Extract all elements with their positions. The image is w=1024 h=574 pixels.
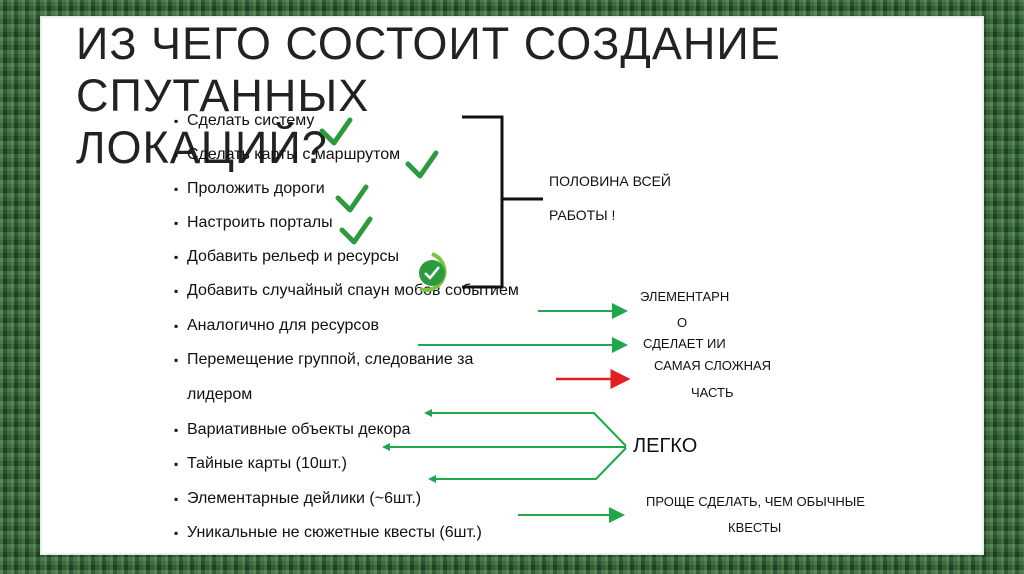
bullet-icon: ▪ [174, 216, 179, 230]
list-item-text: Настроить порталы [187, 214, 333, 231]
list-item-text: Элементарные дейлики (~6шт.) [187, 490, 422, 507]
elementary-label-2: О [677, 315, 688, 330]
bullet-icon: ▪ [174, 114, 179, 128]
list-item: ▪ Настроить порталы [174, 214, 333, 232]
arrow-head-icon [428, 475, 436, 483]
list-item: ▪ Сделать систему [174, 112, 314, 130]
list-item: ▪ Аналогично для ресурсов [174, 317, 379, 335]
title-line-2: ЛОКАЦИЙ? [76, 122, 328, 173]
slide-canvas [42, 18, 982, 553]
check-icon [405, 150, 439, 179]
elementary-label-1: ЭЛЕМЕНТАРН [640, 289, 730, 304]
list-item-continuation: лидером [187, 386, 253, 403]
list-item: ▪ Перемещение группой, следование за [174, 351, 473, 369]
check-icon [319, 117, 353, 146]
arrow-head-icon [382, 443, 390, 451]
list-item: ▪ Тайные карты (10шт.) [174, 455, 347, 473]
bullet-icon: ▪ [174, 284, 179, 298]
list-item-text: Вариативные объекты декора [187, 421, 411, 438]
slide-title: ИЗ ЧЕГО СОСТОИТ СОЗДАНИЕ СПУТАННЫХ ЛОКАЦ… [76, 18, 956, 174]
bracket [462, 115, 543, 289]
easy-label: ЛЕГКО [633, 435, 698, 457]
bullet-icon: ▪ [174, 423, 179, 437]
bullet-icon: ▪ [174, 457, 179, 471]
hardest-label-2: ЧАСТЬ [691, 385, 734, 400]
list-item-text: Добавить рельеф и ресурсы [187, 248, 399, 265]
list-item-text: Аналогично для ресурсов [187, 317, 379, 334]
bullet-icon: ▪ [174, 319, 179, 333]
easy-arrows [386, 412, 627, 480]
bullet-icon: ▪ [174, 250, 179, 264]
bullet-icon: ▪ [174, 353, 179, 367]
list-item-text: Сделать карты с маршрутом [187, 146, 401, 163]
check-circle-icon [419, 252, 447, 292]
check-icon [335, 184, 369, 213]
title-line-1: ИЗ ЧЕГО СОСТОИТ СОЗДАНИЕ СПУТАННЫХ [76, 18, 781, 121]
arrow-head-icon [424, 409, 432, 417]
list-item-text: Сделать систему [187, 112, 315, 129]
list-item: ▪ Проложить дороги [174, 180, 325, 198]
bullet-icon: ▪ [174, 526, 179, 540]
list-item: ▪ Элементарные дейлики (~6шт.) [174, 490, 421, 508]
list-item-text: Перемещение группой, следование за [187, 351, 474, 368]
list-item: ▪ Сделать карты с маршрутом [174, 146, 400, 164]
simpler-label-2: КВЕСТЫ [728, 520, 782, 535]
bullet-icon: ▪ [174, 182, 179, 196]
list-item: ▪ Добавить рельеф и ресурсы [174, 248, 399, 266]
hardest-label-1: САМАЯ СЛОЖНАЯ [654, 358, 772, 373]
ai-label: СДЕЛАЕТ ИИ [643, 336, 726, 351]
half-work-label-2: РАБОТЫ ! [549, 207, 616, 223]
check-icon [339, 216, 373, 245]
bullet-icon: ▪ [174, 492, 179, 506]
simpler-label-1: ПРОЩЕ СДЕЛАТЬ, ЧЕМ ОБЫЧНЫЕ [646, 494, 865, 509]
half-work-label-1: ПОЛОВИНА ВСЕЙ [549, 173, 671, 189]
list-item-text: Уникальные не сюжетные квесты (6шт.) [187, 524, 482, 541]
list-item-text: Тайные карты (10шт.) [187, 455, 347, 472]
list-item: ▪ Вариативные объекты декора [174, 421, 410, 439]
list-item-text: Проложить дороги [187, 180, 325, 197]
list-item: ▪ Уникальные не сюжетные квесты (6шт.) [174, 524, 482, 542]
bullet-icon: ▪ [174, 148, 179, 162]
